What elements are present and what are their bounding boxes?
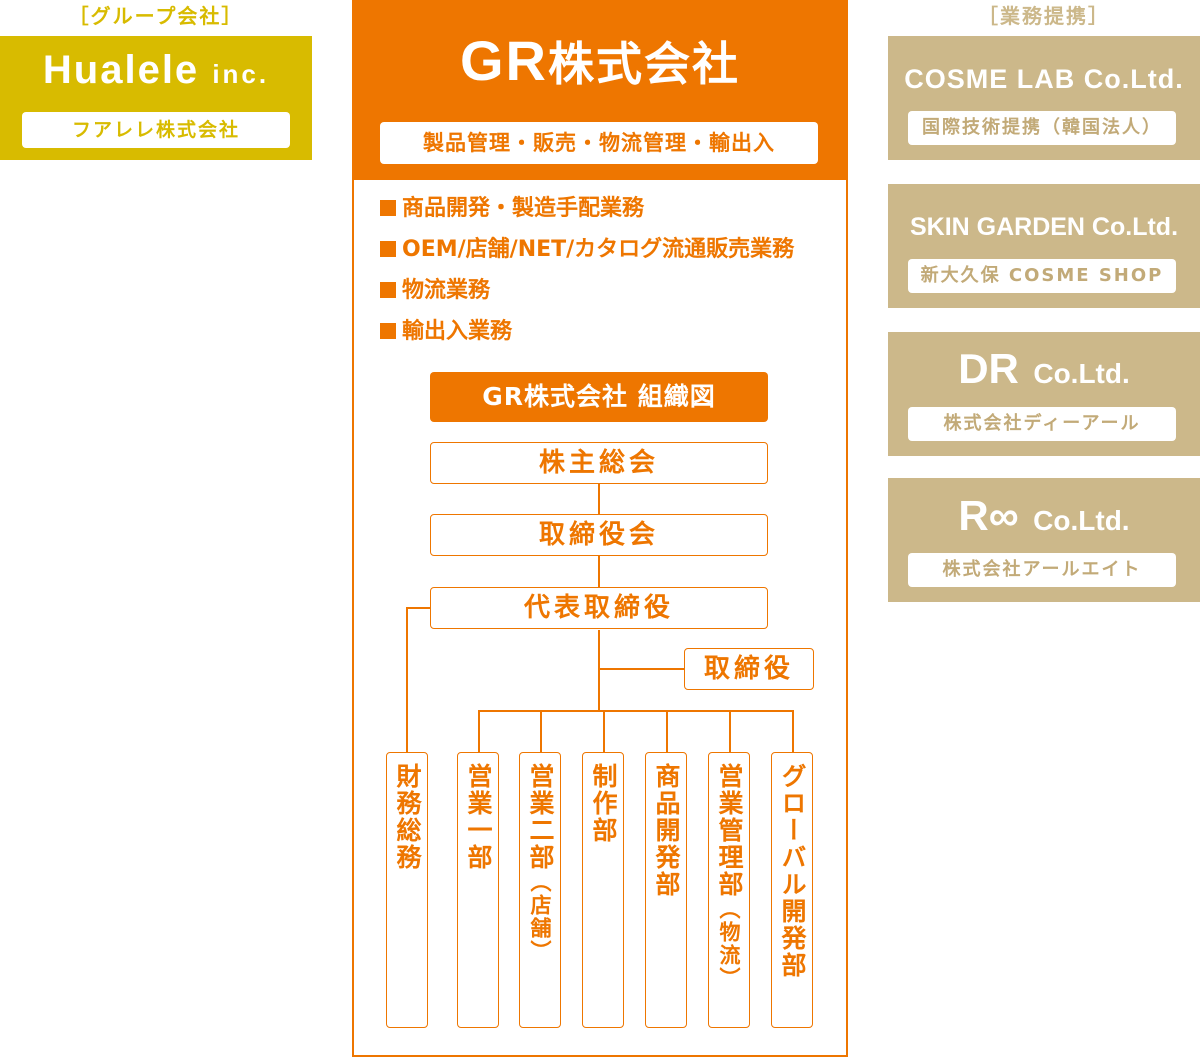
gr-title-latin: GR — [460, 29, 548, 92]
connector-line — [478, 710, 480, 752]
square-bullet-icon — [380, 282, 396, 298]
dept-label: 営業管理部 — [715, 763, 744, 898]
business-item-label: 輸出入業務 — [402, 319, 513, 344]
partner-subtitle: 新大久保 COSME SHOP — [908, 259, 1176, 293]
connector-line — [603, 710, 605, 752]
partner-name-main: R∞ — [958, 492, 1019, 539]
dept-label: グローバル開発部 — [778, 763, 807, 979]
dept-global-development: グローバル開発部 — [771, 752, 813, 1028]
partner-name-suffix: Co.Ltd. — [1033, 358, 1130, 389]
connector-line — [406, 607, 408, 753]
connector-line — [598, 668, 684, 670]
dept-label: 商品開発部 — [652, 763, 681, 898]
partner-name-main: DR — [958, 345, 1019, 392]
gr-company-title: GR株式会社 — [352, 28, 848, 94]
connector-line — [406, 607, 430, 609]
partner-name: COSME LAB Co.Ltd. — [904, 64, 1184, 94]
group-company-subtitle: フアレレ株式会社 — [22, 112, 290, 148]
dept-note: （店舗） — [528, 871, 552, 963]
dept-sales-management: 営業管理部（物流） — [708, 752, 750, 1028]
node-shareholders-meeting: 株主総会 — [430, 442, 768, 484]
partner-name: DR Co.Ltd. — [888, 345, 1200, 393]
square-bullet-icon — [380, 200, 396, 216]
partner-name: SKIN GARDEN Co.Ltd. — [909, 213, 1179, 241]
connector-line — [792, 710, 794, 752]
business-item-label: 商品開発・製造手配業務 — [402, 196, 645, 221]
partner-subtitle: 国際技術提携（韓国法人） — [908, 111, 1176, 145]
business-item: 輸出入業務 — [380, 315, 512, 349]
dept-label: 制作部 — [589, 763, 618, 844]
gr-services-pill: 製品管理・販売・物流管理・輸出入 — [380, 122, 818, 164]
node-director: 取締役 — [684, 648, 814, 690]
connector-line — [598, 484, 600, 516]
dept-label: 営業二部 — [526, 763, 555, 871]
connector-line — [598, 556, 600, 588]
square-bullet-icon — [380, 241, 396, 257]
business-item: 物流業務 — [380, 274, 490, 308]
group-company-name: Hualele inc. — [0, 48, 312, 93]
group-company-name-main: Hualele — [42, 48, 200, 92]
org-chart-title: GR株式会社 組織図 — [430, 372, 768, 422]
partner-subtitle: 株式会社アールエイト — [908, 553, 1176, 587]
dept-finance-general-affairs: 財務総務 — [386, 752, 428, 1028]
business-item-label: 物流業務 — [402, 278, 491, 303]
partner-subtitle: 株式会社ディーアール — [908, 407, 1176, 441]
dept-sales-2: 営業二部（店舗） — [519, 752, 561, 1028]
partner-name-suffix: Co.Ltd. — [1033, 505, 1130, 536]
group-company-caption: ［グループ会社］ — [68, 4, 244, 28]
business-item: OEM/店舗/NET/カタログ流通販売業務 — [380, 233, 794, 267]
group-company-name-suffix: inc. — [212, 59, 270, 89]
partner-name: R∞ Co.Ltd. — [888, 492, 1200, 540]
connector-line — [478, 710, 794, 712]
business-item: 商品開発・製造手配業務 — [380, 192, 644, 226]
business-item-label: OEM/店舗/NET/カタログ流通販売業務 — [402, 237, 795, 262]
connector-line — [540, 710, 542, 752]
dept-label: 営業一部 — [464, 763, 493, 871]
connector-line — [598, 630, 600, 710]
dept-product-development: 商品開発部 — [645, 752, 687, 1028]
dept-sales-1: 営業一部 — [457, 752, 499, 1028]
dept-note: （物流） — [717, 898, 741, 990]
dept-label: 財務総務 — [393, 763, 422, 871]
dept-production: 制作部 — [582, 752, 624, 1028]
square-bullet-icon — [380, 323, 396, 339]
connector-line — [666, 710, 668, 752]
node-board-of-directors: 取締役会 — [430, 514, 768, 556]
node-representative-director: 代表取締役 — [430, 587, 768, 629]
gr-title-jp: 株式会社 — [548, 37, 740, 91]
connector-line — [729, 710, 731, 752]
partners-caption: ［業務提携］ — [978, 4, 1110, 28]
